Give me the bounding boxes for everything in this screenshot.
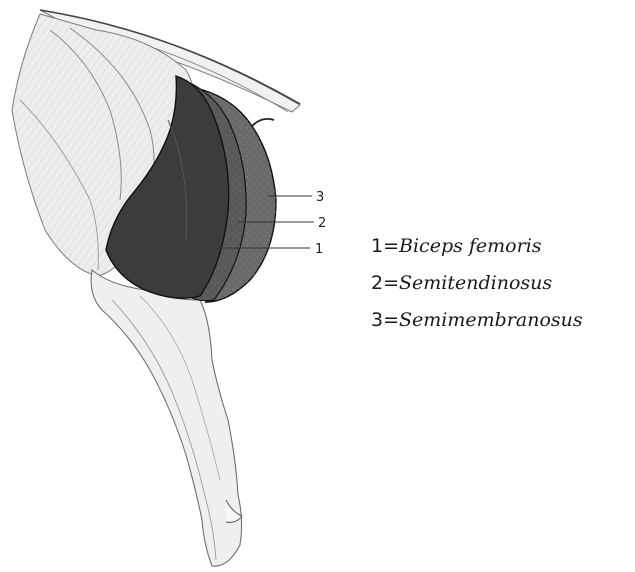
callout-number-2: 2 (318, 216, 326, 231)
legend-equals: = (383, 235, 399, 257)
legend-muscle-name: Semimembranosus (399, 309, 583, 331)
legend-item: 2=Semitendinosus (371, 269, 633, 306)
legend-item: 3=Semimembranosus (371, 306, 633, 343)
muscle-legend: 1=Biceps femoris 2=Semitendinosus 3=Semi… (371, 232, 633, 343)
tail-base (252, 119, 274, 126)
legend-number: 2 (371, 272, 383, 294)
legend-item: 1=Biceps femoris (371, 232, 633, 269)
callout-number-1: 1 (315, 242, 323, 257)
lower-leg-region (91, 270, 241, 566)
legend-equals: = (383, 272, 399, 294)
legend-number: 1 (371, 235, 383, 257)
callout-number-3: 3 (316, 190, 324, 205)
legend-number: 3 (371, 309, 383, 331)
legend-equals: = (383, 309, 399, 331)
legend-muscle-name: Biceps femoris (399, 235, 542, 257)
legend-muscle-name: Semitendinosus (399, 272, 552, 294)
